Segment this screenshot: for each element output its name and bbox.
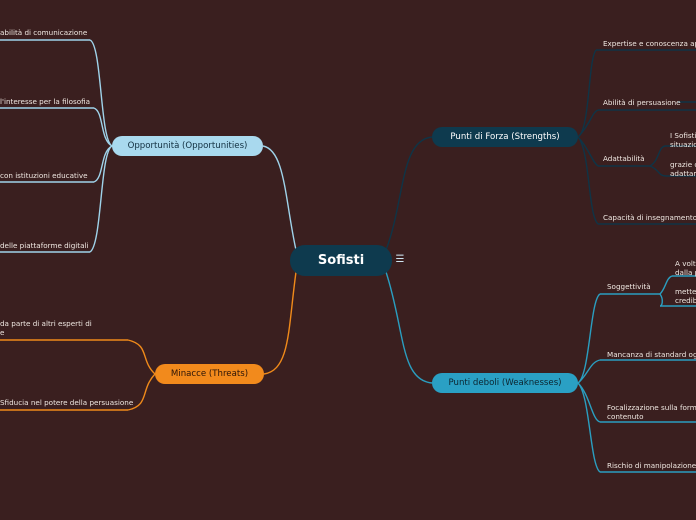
strength-item[interactable]: Capacità di insegnamento <box>603 213 696 222</box>
weakness-subitem[interactable]: A volt <box>675 259 696 268</box>
strength-subitem[interactable]: I Sofisti <box>670 131 696 140</box>
strength-subitem[interactable]: grazie c <box>670 160 696 169</box>
strength-item[interactable]: Adattabilità <box>603 154 645 163</box>
weakness-subitem[interactable]: credib <box>675 296 696 305</box>
opportunity-item[interactable]: delle piattaforme digitali <box>0 241 89 250</box>
weakness-item[interactable]: Soggettività <box>607 282 651 291</box>
opportunities-topic[interactable]: Opportunità (Opportunities) <box>112 136 263 156</box>
threat-item[interactable]: da parte di altri esperti di <box>0 319 92 328</box>
threats-label: Minacce (Threats) <box>170 369 249 379</box>
strength-item[interactable]: Expertise e conoscenza app <box>603 39 696 48</box>
strength-item[interactable]: Abilità di persuasione <box>603 98 681 107</box>
strengths-topic[interactable]: Punti di Forza (Strengths) <box>432 127 578 147</box>
weakness-item[interactable]: Rischio di manipolazione <box>607 461 696 470</box>
opportunity-item[interactable]: l'interesse per la filosofia <box>0 97 91 106</box>
strength-subitem[interactable]: adattam <box>670 169 696 178</box>
opportunity-item[interactable]: abilità di comunicazione <box>0 28 88 37</box>
weakness-item-cont: contenuto <box>607 412 644 421</box>
weaknesses-topic[interactable]: Punti deboli (Weaknesses) <box>432 373 578 393</box>
weakness-item[interactable]: Mancanza di standard ogg <box>607 350 696 359</box>
weakness-subitem[interactable]: mette <box>675 287 696 296</box>
weakness-item[interactable]: Focalizzazione sulla forma <box>607 403 696 412</box>
central-topic[interactable]: Sofisti <box>290 245 392 276</box>
strengths-label: Punti di Forza (Strengths) <box>450 132 560 142</box>
strength-subitem[interactable]: situazio <box>670 140 696 149</box>
opportunity-item[interactable]: con istituzioni educative <box>0 171 88 180</box>
weakness-subitem[interactable]: dalla p <box>675 268 696 277</box>
threat-item-cont: e <box>0 328 5 337</box>
opportunities-label: Opportunità (Opportunities) <box>127 141 248 151</box>
central-topic-label: Sofisti <box>317 253 365 268</box>
menu-icon[interactable]: ☰ <box>395 254 405 265</box>
threats-topic[interactable]: Minacce (Threats) <box>155 364 264 384</box>
threat-item[interactable]: Sfiducia nel potere della persuasione <box>0 398 134 407</box>
weaknesses-label: Punti deboli (Weaknesses) <box>448 378 562 388</box>
